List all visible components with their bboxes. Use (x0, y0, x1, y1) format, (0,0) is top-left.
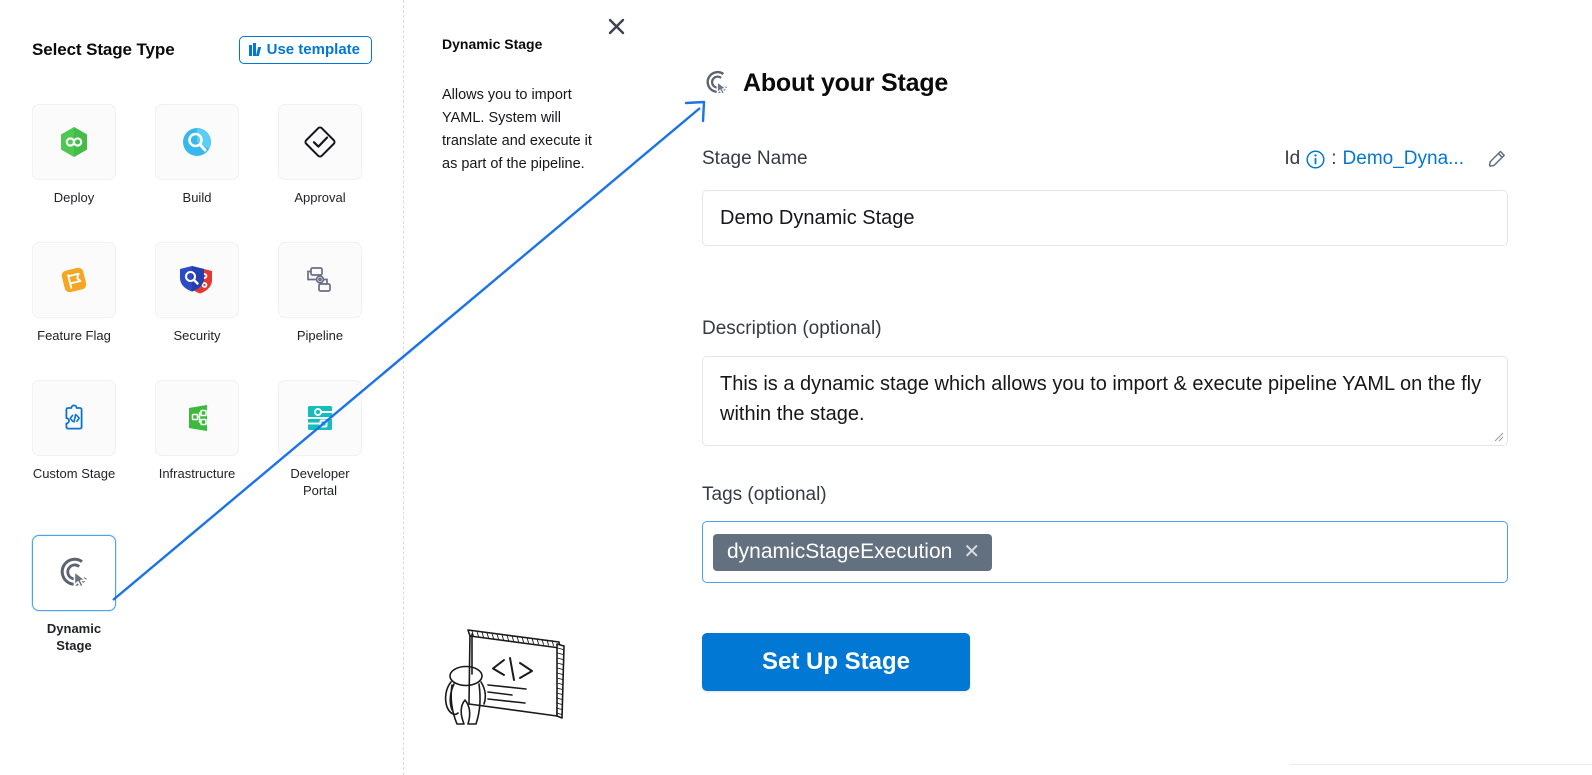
custom-puzzle-code-icon (65, 404, 83, 430)
tags-label-row: Tags (optional) (702, 484, 1508, 506)
stage-cell: Security (155, 242, 239, 344)
tag-chip: dynamicStageExecution ✕ (713, 533, 993, 571)
stage-cell: Deploy (32, 104, 116, 206)
panel-bottom-divider (1290, 764, 1592, 765)
selected-stage-title: Dynamic Stage (442, 36, 543, 52)
tag-label: dynamicStageExecution (727, 539, 953, 563)
stage-label: Pipeline (296, 328, 344, 343)
stage-cell: Dynamic Stage (32, 535, 116, 654)
stage-label: Dynamic Stage (46, 621, 102, 653)
selected-stage-description: Allows you to import YAML. System will t… (442, 87, 592, 172)
security-shields-icon (180, 266, 212, 294)
stage-card-feature-flag[interactable] (32, 242, 116, 318)
stage-cell: Build (155, 104, 239, 206)
stage-cell: Feature Flag (32, 242, 116, 344)
set-up-stage-button[interactable]: Set Up Stage (702, 633, 970, 691)
person-presenting-code-board-illustration (424, 612, 584, 737)
info-icon[interactable] (1306, 149, 1325, 169)
approval-check-icon (304, 126, 336, 158)
developer-portal-icon (308, 406, 332, 430)
stage-card-developer-portal[interactable] (278, 380, 362, 456)
use-template-button[interactable]: Use template (239, 36, 372, 64)
stage-description-panel: Dynamic Stage Allows you to import YAML.… (404, 0, 640, 775)
infrastructure-icon (189, 405, 207, 431)
dynamic-stage-cursor-icon (706, 71, 728, 95)
description-textarea[interactable]: This is a dynamic stage which allows you… (702, 356, 1508, 446)
id-label: Id (1284, 148, 1301, 169)
grid-spacer (155, 499, 239, 535)
page-heading: About your Stage (743, 68, 949, 97)
tag-remove-icon[interactable]: ✕ (963, 540, 981, 563)
dynamic-stage-cursor-icon (60, 557, 87, 588)
stage-label: Developer Portal (290, 466, 350, 498)
stage-card-security[interactable] (155, 242, 239, 318)
stage-type-grid: Deploy Build (32, 104, 372, 654)
stage-cell: Infrastructure (155, 380, 239, 499)
close-icon[interactable] (604, 14, 628, 38)
stage-label: Custom Stage (32, 466, 116, 481)
grid-spacer (32, 344, 116, 380)
stage-card-infrastructure[interactable] (155, 380, 239, 456)
stage-label: Infrastructure (158, 466, 236, 481)
stage-cell: Approval (278, 104, 362, 206)
stage-label: Approval (294, 190, 346, 205)
stage-name-row: Stage Name Id : Demo_Dyna... (702, 148, 1508, 170)
grid-spacer (155, 206, 239, 242)
stage-label: Deploy (53, 190, 95, 205)
about-header: About your Stage (702, 68, 948, 98)
stage-type-panel: Select Stage Type Use template Deploy (0, 0, 403, 775)
page-title: Select Stage Type (32, 40, 175, 59)
grid-spacer (32, 206, 116, 242)
template-bars-icon (249, 43, 261, 56)
stage-card-deploy[interactable] (32, 104, 116, 180)
stage-cell: Custom Stage (32, 380, 116, 499)
stage-name-label: Stage Name (702, 148, 808, 169)
grid-spacer (32, 499, 116, 535)
stage-id-value[interactable]: Demo_Dyna... (1342, 148, 1464, 169)
deploy-hexagon-icon (61, 127, 87, 157)
grid-spacer (278, 499, 362, 535)
stage-card-dynamic-stage[interactable] (32, 535, 116, 611)
about-your-stage-panel: About your Stage Stage Name Id : Demo_Dy… (640, 0, 1592, 775)
stage-card-custom-stage[interactable] (32, 380, 116, 456)
pipeline-nodes-icon (307, 267, 331, 292)
stage-id-group: Id : Demo_Dyna... (1284, 148, 1508, 170)
tags-label: Tags (optional) (702, 484, 827, 505)
stage-label: Build (182, 190, 212, 205)
description-label-row: Description (optional) (702, 318, 1508, 340)
use-template-label: Use template (266, 41, 360, 58)
description-label: Description (optional) (702, 318, 882, 339)
pencil-icon[interactable] (1486, 148, 1508, 170)
stage-card-pipeline[interactable] (278, 242, 362, 318)
grid-spacer (278, 344, 362, 380)
tags-input[interactable]: dynamicStageExecution ✕ (702, 521, 1508, 583)
build-magnifier-icon (183, 128, 211, 156)
grid-spacer (155, 344, 239, 380)
stage-label: Security (173, 328, 221, 343)
left-panel-header: Select Stage Type Use template (32, 36, 372, 64)
stage-cell: Developer Portal (278, 380, 362, 499)
stage-card-build[interactable] (155, 104, 239, 180)
stage-name-input[interactable] (702, 190, 1508, 246)
stage-card-approval[interactable] (278, 104, 362, 180)
id-separator: : (1331, 148, 1337, 169)
feature-flag-icon (61, 267, 87, 293)
grid-spacer (278, 206, 362, 242)
stage-cell: Pipeline (278, 242, 362, 344)
stage-label: Feature Flag (37, 328, 111, 343)
